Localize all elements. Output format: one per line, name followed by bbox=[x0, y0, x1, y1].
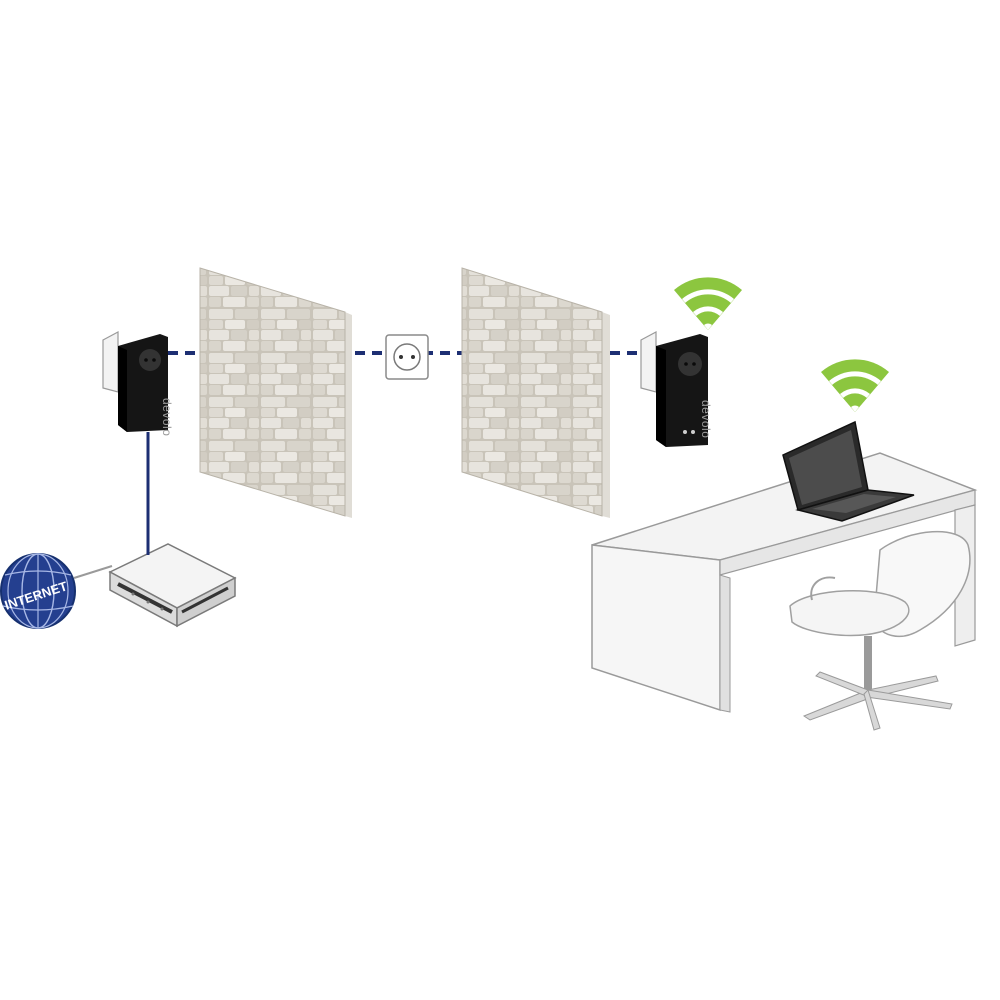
power-socket-icon bbox=[139, 349, 161, 371]
adapter-brand-label: devolo bbox=[699, 400, 713, 438]
stone-wall-right bbox=[461, 267, 610, 518]
router bbox=[108, 543, 237, 628]
desk bbox=[591, 452, 978, 713]
status-led bbox=[683, 430, 687, 434]
office-chair bbox=[789, 530, 971, 731]
internet-cable bbox=[73, 565, 113, 579]
wall-socket bbox=[385, 334, 429, 380]
powerline-adapter-wifi: devolo bbox=[640, 331, 713, 447]
wifi-icon bbox=[821, 359, 889, 412]
internet-globe: INTERNET bbox=[0, 553, 76, 629]
globe-icon bbox=[0, 553, 76, 629]
wifi-icon bbox=[674, 277, 742, 330]
stone-wall-left bbox=[199, 267, 352, 518]
status-led bbox=[691, 430, 695, 434]
power-socket-icon bbox=[678, 352, 702, 376]
adapter-brand-label: devolo bbox=[160, 398, 174, 436]
power-socket-icon bbox=[393, 343, 421, 371]
powerline-adapter-left: devolo bbox=[102, 331, 174, 436]
laptop bbox=[782, 420, 915, 522]
